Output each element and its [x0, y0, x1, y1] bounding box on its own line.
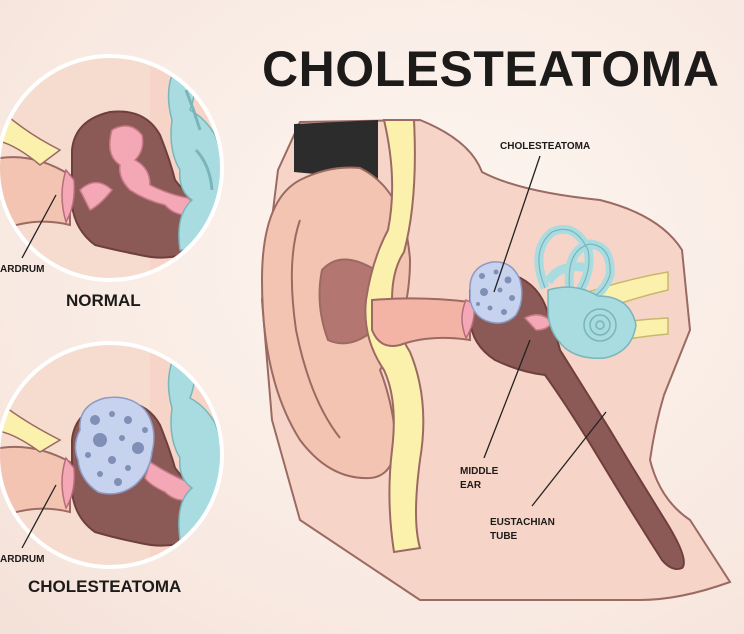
pointer-eustachian	[531, 411, 607, 507]
caption-normal: NORMAL	[66, 291, 141, 310]
eardrum-label-cholesteatoma: ARDRUM	[0, 554, 44, 565]
caption-cholesteatoma: CHOLESTEATOMA	[28, 577, 181, 596]
inset-normal: ARDRUM NORMAL	[0, 54, 224, 310]
pointer-cholesteatoma	[493, 155, 541, 293]
eardrum-pointer-cholesteatoma	[21, 484, 57, 549]
label-middle-line1: MIDDLE	[460, 466, 499, 477]
middle-ear-cavity	[469, 270, 685, 570]
eardrum-label-normal: ARDRUM	[0, 264, 44, 275]
label-middle-line2: EAR	[460, 480, 482, 491]
ear-canal	[371, 297, 471, 347]
inset-cholesteatoma: ARDRUM CHOLESTEATOMA	[0, 341, 224, 596]
diagram-title: CHOLESTEATOMA	[262, 41, 719, 97]
main-ear-section: CHOLESTEATOMA MIDDLE EAR EUSTACHIAN TUBE	[260, 118, 732, 601]
label-cholesteatoma: CHOLESTEATOMA	[500, 141, 590, 152]
label-eustachian-line2: TUBE	[490, 531, 518, 542]
eardrum-pointer-normal	[21, 194, 57, 259]
label-eustachian-line1: EUSTACHIAN	[490, 517, 555, 528]
pointer-middle-ear	[483, 339, 531, 459]
cochlea	[547, 286, 637, 360]
hair	[294, 120, 378, 180]
